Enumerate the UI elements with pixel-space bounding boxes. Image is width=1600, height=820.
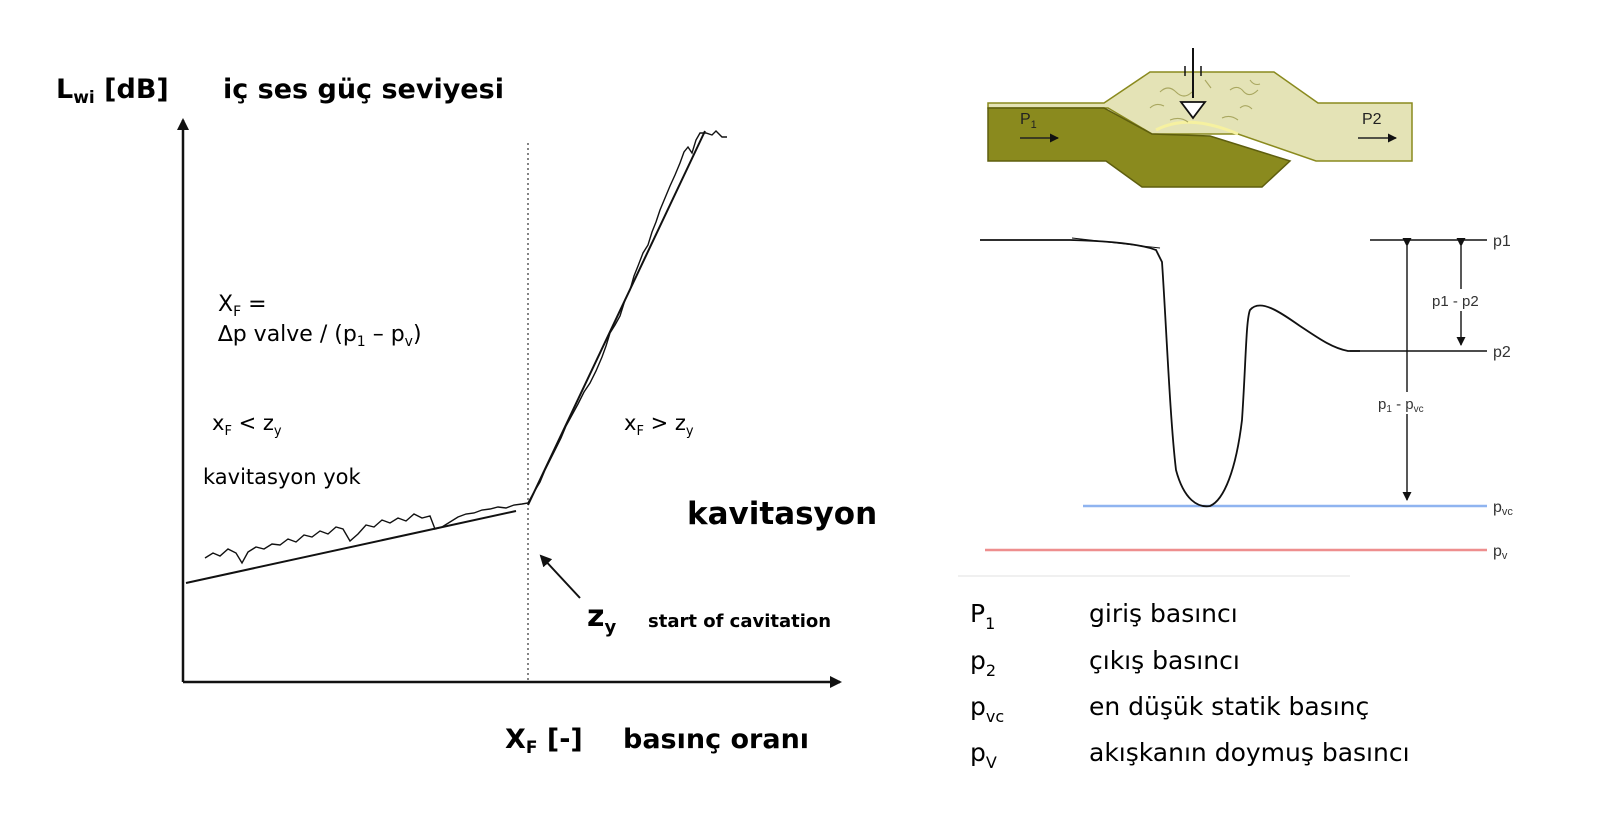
formula-line-2: ∆p valve / (p1 – pv) <box>217 322 422 350</box>
zy-arrow <box>539 554 581 599</box>
valve-plug <box>1179 101 1207 120</box>
p1-pvc-difference-label: p1 - pvc <box>1378 396 1424 415</box>
legend-symbol: pV <box>970 738 997 772</box>
legend-symbol: pvc <box>970 692 1004 726</box>
cavitation-trend <box>527 130 706 506</box>
no-cavitation-trend <box>185 510 517 584</box>
no-cavitation-label: kavitasyon yok <box>203 465 362 489</box>
pressure-curve <box>980 239 1360 508</box>
p2-level-label: p2 <box>1493 344 1511 361</box>
bubble-pattern <box>1149 79 1261 123</box>
y-axis-title: Lwi [dB] <box>56 74 169 108</box>
legend: P1 giriş basıncı p2 çıkış basıncı pvc en… <box>970 599 1410 772</box>
measured-curve <box>204 130 727 565</box>
pv-level-label: pv <box>1493 543 1508 562</box>
p1-level-label: p1 <box>1493 233 1511 250</box>
p1-pvc-label-bg <box>1376 392 1442 414</box>
valve-body-light <box>987 71 1413 162</box>
inlet-pressure-label: P1 <box>1020 111 1037 131</box>
x-axis-description: basınç oranı <box>623 724 809 755</box>
legend-description: çıkış basıncı <box>1089 646 1240 675</box>
zy-label: zy <box>587 599 616 638</box>
legend-description: giriş basıncı <box>1089 599 1238 628</box>
legend-description: akışkanın doymuş basıncı <box>1089 738 1410 767</box>
condition-above: xF > zy <box>624 411 694 439</box>
p1-hook <box>1071 237 1161 249</box>
sound-power-chart: Lwi [dB] iç ses güç seviyesi XF [-] bası… <box>56 74 877 758</box>
y-axis-description: iç ses güç seviyesi <box>223 74 504 105</box>
legend-symbol: p2 <box>970 646 996 680</box>
outlet-pressure-label: P2 <box>1362 111 1382 128</box>
p1-p2-difference-label: p1 - p2 <box>1432 293 1479 310</box>
legend-symbol: P1 <box>970 599 995 633</box>
condition-below: xF < zy <box>212 411 282 439</box>
valve-seat-flow <box>1155 120 1239 136</box>
formula-line-1: XF = <box>218 292 267 320</box>
legend-description: en düşük statik basınç <box>1089 692 1369 721</box>
pressure-profile: p1 - p2 p1 - pvc p1 p2 pvc pv <box>958 233 1513 577</box>
valve-illustration: P1 P2 <box>987 48 1413 188</box>
p1-p2-label-bg <box>1430 289 1490 311</box>
valve-body-dark <box>987 107 1292 188</box>
cavitation-label: kavitasyon <box>687 496 877 532</box>
start-of-cavitation-label: start of cavitation <box>648 611 831 632</box>
x-axis-title: XF [-] <box>505 724 583 758</box>
pvc-level-label: pvc <box>1493 499 1513 518</box>
